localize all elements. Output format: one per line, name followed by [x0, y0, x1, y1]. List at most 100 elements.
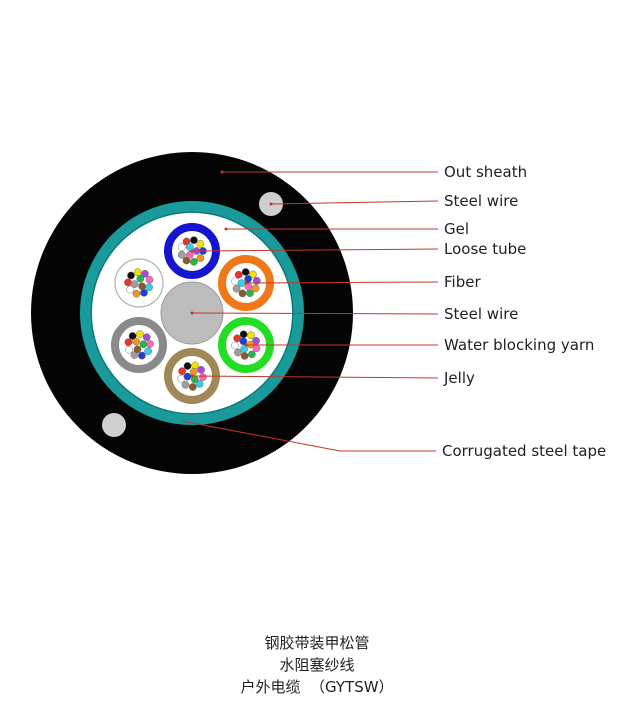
- fiber: [188, 383, 197, 391]
- fiber: [128, 332, 137, 340]
- leader-steel-wire-outer: [270, 200, 439, 205]
- fiber: [142, 333, 151, 342]
- label-fiber: Fiber: [444, 273, 481, 291]
- fiber: [140, 288, 148, 297]
- label-loose-tube: Loose tube: [444, 240, 526, 258]
- fiber: [244, 275, 252, 283]
- fiber: [145, 283, 153, 292]
- fiber: [234, 348, 242, 357]
- fiber: [191, 361, 199, 370]
- fiber: [249, 270, 257, 279]
- fiber: [185, 243, 194, 251]
- fiber: [248, 350, 256, 359]
- label-gel: Gel: [444, 220, 469, 238]
- fiber: [241, 268, 250, 276]
- caption: 钢胶带装甲松管 水阻塞纱线 户外电缆 （GYTSW）: [0, 632, 634, 698]
- fiber: [139, 340, 148, 349]
- fiber: [138, 351, 146, 360]
- fiber: [185, 251, 194, 259]
- label-jelly: Jelly: [443, 369, 475, 387]
- steel-wire-bottom: [102, 413, 126, 437]
- callout-labels: Out sheath Steel wire Gel Loose tube Fib…: [442, 163, 606, 460]
- label-water-blocking-yarn: Water blocking yarn: [444, 336, 594, 354]
- fiber: [133, 345, 142, 354]
- fiber: [177, 250, 186, 259]
- leader-jelly: [191, 375, 439, 379]
- label-corrugated-steel-tape: Corrugated steel tape: [442, 442, 606, 460]
- fiber: [124, 278, 132, 287]
- loose-tube-wall: [111, 317, 167, 373]
- leader-dot: [190, 374, 194, 378]
- cable-cross-section-diagram: Out sheath Steel wire Gel Loose tube Fib…: [31, 152, 606, 474]
- fiber: [182, 256, 191, 265]
- fiber: [190, 236, 198, 244]
- fiber: [138, 282, 146, 291]
- loose-tube-white: [114, 258, 164, 308]
- loose-tube-wall: [114, 258, 164, 308]
- fiber: [247, 331, 255, 340]
- fiber: [190, 257, 198, 266]
- fiber: [237, 279, 246, 288]
- fiber: [132, 337, 140, 346]
- fiber: [136, 274, 145, 283]
- leader-dot: [269, 202, 273, 206]
- fiber: [178, 367, 186, 376]
- fiber: [141, 269, 149, 278]
- fiber: [124, 338, 133, 347]
- fiber: [232, 284, 241, 293]
- leader-dot: [220, 170, 224, 174]
- fiber: [182, 237, 191, 246]
- leader-dot: [224, 227, 228, 231]
- fiber: [136, 330, 144, 338]
- fiber: [145, 275, 154, 284]
- fiber: [240, 352, 249, 360]
- leader-dot: [190, 249, 194, 253]
- leader-loose-tube: [191, 248, 439, 252]
- loose-tubes: [111, 223, 274, 404]
- fiber: [181, 381, 190, 389]
- fiber: [234, 270, 243, 279]
- leader-dot: [190, 311, 194, 315]
- caption-line-3: 户外电缆 （GYTSW）: [240, 678, 394, 696]
- label-steel-wire-outer: Steel wire: [444, 192, 518, 210]
- fiber: [246, 289, 254, 298]
- fiber: [240, 345, 248, 353]
- fiber: [130, 280, 139, 288]
- fiber: [183, 362, 192, 370]
- leader-dot: [244, 343, 248, 347]
- label-out-sheath: Out sheath: [444, 163, 527, 181]
- fiber: [126, 285, 134, 294]
- fiber: [239, 337, 248, 346]
- fiber: [231, 277, 239, 286]
- fiber: [195, 380, 204, 388]
- loose-tube-gray: [111, 317, 167, 373]
- caption-line-1: 钢胶带装甲松管: [264, 634, 370, 652]
- leader-steel-wire-central: [191, 312, 439, 315]
- fiber: [146, 340, 154, 348]
- fiber: [189, 367, 198, 376]
- fiber: [125, 345, 133, 354]
- fiber: [252, 336, 260, 345]
- fiber: [133, 268, 142, 276]
- caption-line-2: 水阻塞纱线: [279, 656, 355, 674]
- fiber: [177, 243, 186, 251]
- fiber: [233, 334, 241, 343]
- fiber: [196, 254, 205, 262]
- label-steel-wire-central: Steel wire: [444, 305, 518, 323]
- fiber: [127, 271, 135, 280]
- leader-dot: [244, 281, 248, 285]
- leader-fiber: [245, 281, 439, 284]
- leader-lines: [181, 170, 439, 452]
- leader-corrugated-steel-tape: [181, 420, 436, 452]
- fiber: [231, 341, 239, 350]
- fiber: [239, 330, 248, 339]
- fiber: [251, 284, 260, 293]
- cable-cross-section: [31, 152, 353, 474]
- fiber: [199, 373, 207, 381]
- fiber: [132, 289, 141, 298]
- fiber: [238, 289, 247, 298]
- fiber: [183, 372, 192, 381]
- fiber: [144, 347, 152, 356]
- fiber: [197, 365, 205, 374]
- fiber: [196, 240, 205, 248]
